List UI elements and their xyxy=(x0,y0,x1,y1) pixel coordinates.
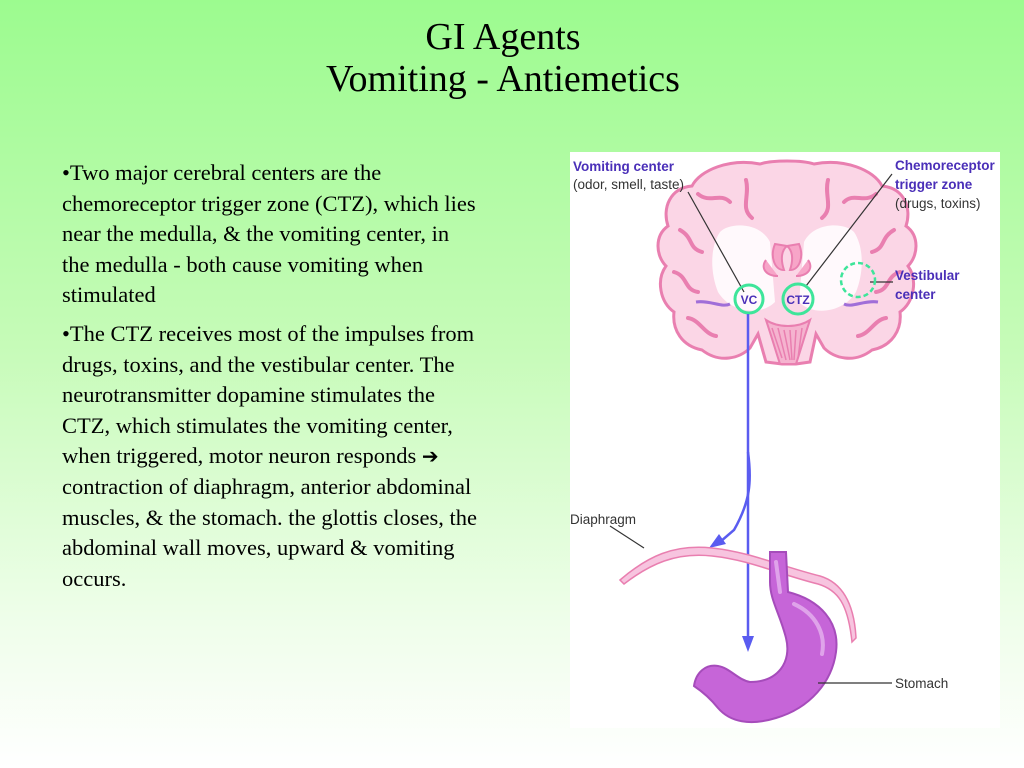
brain-cortex-folds xyxy=(672,178,902,338)
stomach-highlight xyxy=(774,560,825,656)
bullet-text-2b: contraction of diaphragm, anterior abdom… xyxy=(62,473,477,591)
brain-outline xyxy=(656,159,918,366)
nerve-path-diaphragm xyxy=(719,451,752,543)
brain-ventricles xyxy=(762,242,812,277)
vestibular-label-line-1: Vestibular xyxy=(895,268,960,283)
ctz-label-line-1: Chemoreceptor xyxy=(895,158,996,173)
diaphragm-label: Diaphragm xyxy=(570,512,636,527)
brain-vessels xyxy=(695,300,879,307)
bullet-text-2a: The CTZ receives most of the impulses fr… xyxy=(62,320,475,469)
bullet-item-2: •The CTZ receives most of the impulses f… xyxy=(62,319,482,594)
vc-circle-label: VC xyxy=(741,293,758,307)
vestibular-circle xyxy=(839,261,877,299)
ctz-sublabel: (drugs, toxins) xyxy=(895,196,981,211)
slide-title: GI Agents Vomiting - Antiemetics xyxy=(0,16,1006,100)
ctz-circle-label: CTZ xyxy=(786,293,809,307)
right-arrow-icon: ➔ xyxy=(421,444,439,469)
vomiting-pathway-figure: VC CTZ Vomiting center (odor, smell, tas… xyxy=(570,152,1000,728)
diaphragm-shape xyxy=(618,546,857,644)
stomach-shape xyxy=(692,551,838,724)
ctz-label-line-2: trigger zone xyxy=(895,177,973,192)
bullet-marker: • xyxy=(62,160,70,185)
bullet-list: •Two major cerebral centers are the chem… xyxy=(62,158,482,602)
bullet-text-1: Two major cerebral centers are the chemo… xyxy=(62,160,476,308)
bullet-item-1: •Two major cerebral centers are the chem… xyxy=(62,158,482,311)
brain-illustration xyxy=(656,159,918,366)
diaphragm-leader-line xyxy=(609,525,645,549)
title-line-1: GI Agents xyxy=(425,16,581,58)
title-line-2: Vomiting - Antiemetics xyxy=(326,58,680,100)
vestibular-label-line-2: center xyxy=(895,287,936,302)
ctz-leader-line xyxy=(805,173,893,287)
bullet-marker: • xyxy=(62,320,70,346)
vc-leader-line xyxy=(687,191,745,293)
vomiting-center-sublabel: (odor, smell, taste) xyxy=(573,177,684,192)
vomiting-center-label: Vomiting center xyxy=(573,159,675,174)
stomach-label: Stomach xyxy=(895,676,948,691)
arrowhead-diaphragm-icon xyxy=(709,534,726,548)
brainstem-striations xyxy=(771,327,803,361)
brain-inner-white xyxy=(712,225,862,311)
ctz-circle xyxy=(781,282,815,316)
figure-svg: VC CTZ Vomiting center (odor, smell, tas… xyxy=(570,158,996,724)
arrowhead-stomach-icon xyxy=(742,636,754,652)
vc-circle xyxy=(733,283,765,315)
